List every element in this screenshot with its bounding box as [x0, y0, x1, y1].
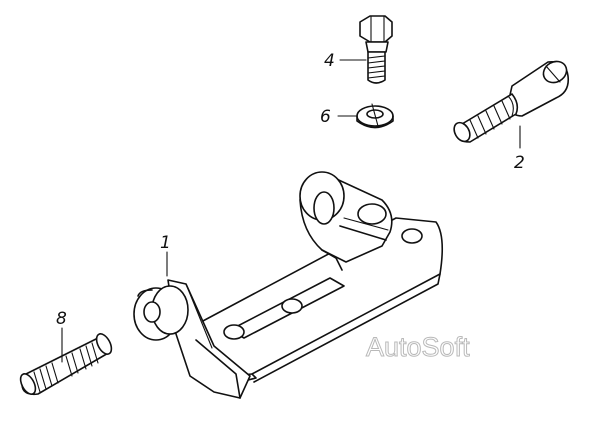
watermark-text: AutoSoft	[366, 332, 470, 362]
part-8-threaded-stud	[19, 333, 113, 396]
part-6-spring-washer	[356, 103, 394, 129]
callout-4: 4	[324, 51, 335, 71]
part-4-hex-bolt	[359, 15, 393, 84]
part-2-shoulder-pin	[453, 60, 570, 143]
callout-1: 1	[160, 233, 171, 253]
part-1-bracket	[133, 171, 444, 399]
callout-8: 8	[56, 309, 67, 329]
callout-6: 6	[320, 107, 331, 127]
callout-2: 2	[514, 153, 525, 173]
